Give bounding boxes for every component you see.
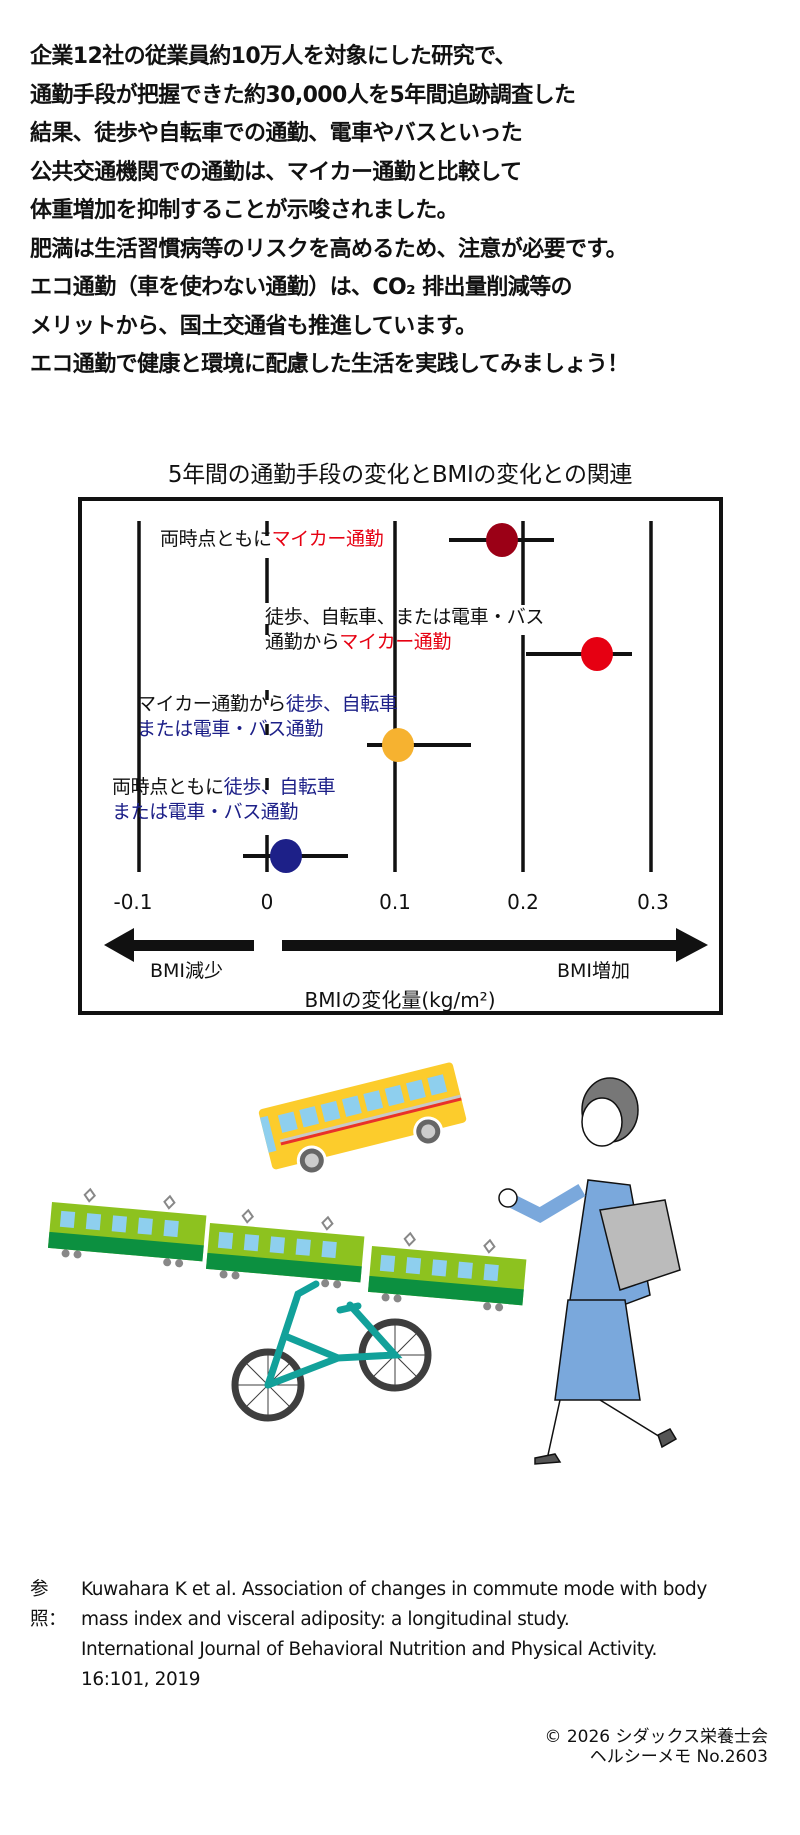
reference-line: 16:101, 2019 [81, 1669, 201, 1690]
row-label-active-to-car: 徒歩、自転車、または電車・バス 通勤からマイカー通勤 [265, 606, 545, 653]
chart-title: 5年間の通勤手段の変化とBMIの変化との関連 [167, 462, 633, 488]
point-estimates [270, 523, 613, 873]
bmi-increase-label: BMI増加 [557, 960, 631, 982]
intro-line: 企業12社の従業員約10万人を対象にした研究で、 [30, 44, 517, 69]
x-tick: 0.3 [637, 890, 669, 914]
reference-line: International Journal of Behavioral Nutr… [81, 1639, 657, 1660]
intro-line: エコ通勤で健康と環境に配慮した生活を実践してみましょう！ [30, 352, 629, 377]
bus-icon [258, 1062, 467, 1176]
bicycle-icon [231, 1280, 432, 1422]
row-label-car-to-active: マイカー通勤から徒歩、自転車 または電車・バス通勤 [137, 693, 398, 740]
intro-line: 公共交通機関での通勤は、マイカー通勤と比較して [30, 159, 522, 185]
point-active-to-car [581, 637, 613, 671]
intro-line: 肥満は生活習慣病等のリスクを高めるため、注意が必要です。 [30, 236, 628, 262]
bmi-decrease-label: BMI減少 [150, 960, 224, 982]
x-tick: 0.1 [379, 890, 411, 914]
memo-number: ヘルシーメモ No.2603 [589, 1747, 768, 1767]
intro-line: 結果、徒歩や自転車での通勤、電車やバスといった [30, 121, 523, 146]
commute-illustration [47, 1062, 681, 1465]
credit: © 2026 シダックス栄養士会 ヘルシーメモ No.2603 [544, 1727, 768, 1767]
intro-line: エコ通勤（車を使わない通勤）は、CO₂ 排出量削減等の [30, 275, 573, 300]
reference-line: mass index and visceral adiposity: a lon… [81, 1609, 570, 1630]
reference-line: Kuwahara K et al. Association of changes… [81, 1579, 707, 1600]
point-active-both [270, 839, 302, 873]
intro-line: 通勤手段が把握できた約30,000人を5年間追跡調査した [30, 82, 576, 108]
reference: 参照： Kuwahara K et al. Association of cha… [30, 1575, 707, 1695]
direction-arrows [104, 928, 708, 962]
intro-text: 企業12社の従業員約10万人を対象にした研究で、 通勤手段が把握できた約30,0… [30, 38, 800, 385]
x-axis-title: BMIの変化量(kg/m²) [304, 988, 496, 1012]
forest-plot [104, 521, 708, 962]
row-label-car-both: 両時点ともにマイカー通勤 [160, 528, 384, 550]
point-car-to-active [382, 728, 414, 762]
copyright: © 2026 シダックス栄養士会 [544, 1727, 768, 1747]
reference-head: 参照： [30, 1579, 67, 1630]
x-tick: 0 [260, 890, 274, 914]
intro-line: 体重増加を抑制することが示唆されました。 [30, 198, 459, 223]
intro-line: メリットから、国土交通省も推進しています。 [30, 313, 477, 339]
row-label-active-both: 両時点ともに徒歩、自転車 または電車・バス通勤 [112, 776, 336, 823]
walking-woman-icon [498, 1077, 681, 1465]
x-tick: 0.2 [507, 890, 539, 914]
chart-frame [78, 497, 723, 1015]
point-car-both [486, 523, 518, 557]
x-tick: -0.1 [113, 890, 153, 914]
gridlines [137, 521, 653, 872]
train-icon [47, 1187, 527, 1312]
